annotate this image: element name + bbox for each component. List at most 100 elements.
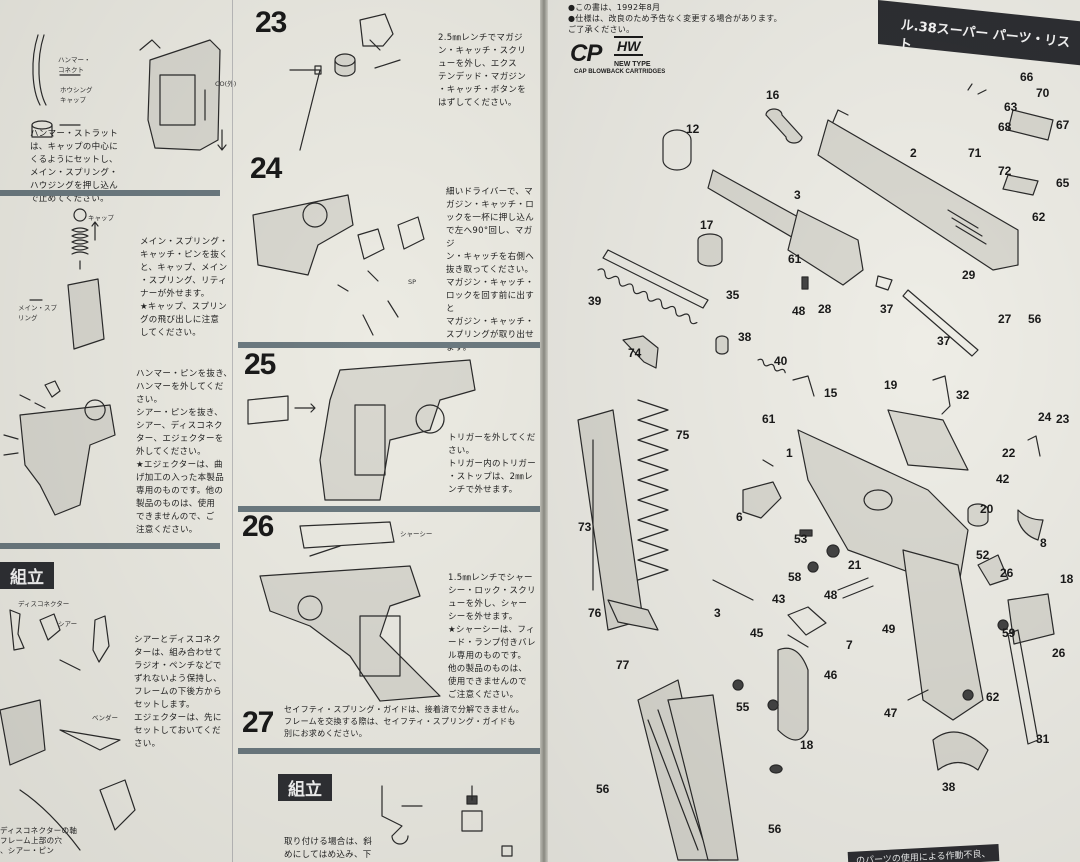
bottom-fragment: ディスコネクターの軸 フレーム上部の穴 、シアー・ピン [0, 826, 78, 855]
part-number: 74 [628, 346, 642, 360]
part-number: 3 [794, 188, 801, 202]
hammer-instruction: ハンマー・ピンを抜き、 ハンマーを外してくだ さい。 シアー・ピンを抜き、 シア… [136, 369, 233, 535]
part-number: 37 [880, 302, 894, 316]
mainspring-illustration [29, 208, 105, 350]
part-number: 35 [726, 288, 740, 302]
step-24-text: 細いドライバーで、マ ガジン・キャッチ・ロ ックを一杯に押し込ん で左へ90°回… [446, 187, 535, 353]
housing-cap-label: ホウシング キャップ [60, 86, 93, 104]
part-number: 53 [794, 532, 808, 546]
part-number: 45 [750, 626, 764, 640]
part-number: 16 [766, 88, 780, 102]
sp-label: SP [408, 278, 417, 286]
exploded-parts-diagram [577, 83, 1055, 861]
assembly-2-text: 取り付ける場合は、斜 めにしてはめ込み、下 [284, 837, 373, 860]
part-number: 62 [986, 690, 1000, 704]
step-23-illustration [289, 13, 401, 151]
part-number: 20 [980, 502, 994, 516]
assembly-frame-illustration [0, 699, 136, 851]
part-number: 24 [1038, 410, 1052, 424]
part-number: 21 [848, 558, 862, 572]
part-number: 71 [968, 146, 982, 160]
part-number: 12 [686, 122, 700, 136]
notice-text: ●この書は、1992年8月 ●仕様は、改良のため予告なく変更する場合があります。… [568, 3, 782, 34]
part-number: 63 [1004, 100, 1018, 114]
part-number: 37 [937, 334, 951, 348]
divider-bar [0, 190, 220, 196]
part-number: 70 [1036, 86, 1050, 100]
part-number: 77 [616, 658, 630, 672]
part-number: 66 [1020, 70, 1034, 84]
part-number: 73 [578, 520, 592, 534]
part-number: 39 [588, 294, 602, 308]
part-number: 8 [1040, 536, 1047, 550]
divider-bar [238, 506, 540, 512]
part-number: 52 [976, 548, 990, 562]
assembly-header: 組立 [0, 562, 54, 589]
sear-disconnector-illustration [9, 609, 110, 671]
part-number: 6 [736, 510, 743, 524]
left-page: ハンマー・ コネクト ホウシング キャップ CO(外) ハンマー・ストラット は… [0, 0, 540, 862]
strut-instruction: ハンマー・ストラット は、キャップの中心に くるようにセットし、 メイン・スプリ… [30, 129, 119, 204]
part-number: 19 [884, 378, 898, 392]
step-26-illustration [259, 521, 441, 702]
step-25-illustration [247, 359, 476, 501]
part-number: 48 [824, 588, 838, 602]
hammer-strut-illustration [31, 34, 81, 138]
hw-logo: HW [614, 36, 644, 56]
step-26-text: 1.5㎜レンチでシャー シー・ロック・スクリ ューを外し、シャー シーを外せます… [448, 573, 536, 700]
step-26-number: 26 [242, 510, 274, 543]
chassis-label: シャーシー [400, 530, 433, 538]
part-number: 67 [1056, 118, 1070, 132]
part-number: 72 [998, 164, 1012, 178]
part-number: 17 [700, 218, 714, 232]
part-number: 61 [762, 412, 776, 426]
part-number: 42 [996, 472, 1010, 486]
step-25-number: 25 [244, 348, 276, 381]
divider-bar [0, 543, 220, 549]
part-number: 56 [768, 822, 782, 836]
part-number: 18 [1060, 572, 1074, 586]
book-gutter [540, 0, 548, 862]
part-number: 38 [942, 780, 956, 794]
part-number: 32 [956, 388, 970, 402]
column-rule [232, 0, 233, 862]
part-number: 27 [998, 312, 1012, 326]
part-number: 26 [1000, 566, 1014, 580]
hammer-removal-illustration [3, 380, 116, 516]
part-number: 40 [774, 354, 788, 368]
right-page: ●この書は、1992年8月 ●仕様は、改良のため予告なく変更する場合があります。… [548, 0, 1080, 862]
part-number: 76 [588, 606, 602, 620]
sear-label: シアー [58, 620, 78, 628]
part-number: 68 [998, 120, 1012, 134]
part-number: 31 [1036, 732, 1050, 746]
part-number: 15 [824, 386, 838, 400]
assembly-header-2: 組立 [278, 774, 332, 801]
hammer-cap-label: ハンマー・ コネクト [58, 56, 91, 74]
step-25-text: トリガーを外してくだ さい。 トリガー内のトリガー ・ストップは、2㎜レ ンチで… [448, 433, 537, 495]
disconnector-label: ディスコネクター [18, 600, 70, 608]
step-27-text: セイフティ・スプリング・ガイドは、接着済で分解できません。 フレームを交換する際… [284, 705, 524, 738]
part-number: 47 [884, 706, 898, 720]
assembly-instruction: シアーとディスコネク ターは、組み合わせて ラジオ・ペンチなどで ずれないよう保… [134, 635, 223, 749]
part-number: 55 [736, 700, 750, 714]
part-number: 65 [1056, 176, 1070, 190]
step-24-number: 24 [250, 152, 282, 185]
step-23-text: 2.5㎜レンチでマガジ ン・キャッチ・スクリ ューを外し、エクス テンデッド・マ… [438, 33, 527, 108]
mainspring-instruction: メイン・スプリング・ キャッチ・ピンを抜く と、キャップ、メイン ・スプリング、… [140, 237, 229, 338]
part-number: 1 [786, 446, 793, 460]
part-number: 75 [676, 428, 690, 442]
co-label: CO(外) [215, 80, 237, 88]
frame-grip-illustration [139, 39, 227, 151]
part-number: 23 [1056, 412, 1070, 426]
step-23-number: 23 [255, 6, 287, 39]
part-number: 28 [818, 302, 832, 316]
part-number: 43 [772, 592, 786, 606]
spring-mini-label: メイン・スプ リング [18, 304, 57, 322]
part-number: 62 [1032, 210, 1046, 224]
step-27-number: 27 [242, 706, 274, 739]
bender-label: ベンダー [92, 714, 118, 722]
part-number: 56 [1028, 312, 1042, 326]
part-number: 48 [792, 304, 806, 318]
part-number: 3 [714, 606, 721, 620]
part-number: 18 [800, 738, 814, 752]
